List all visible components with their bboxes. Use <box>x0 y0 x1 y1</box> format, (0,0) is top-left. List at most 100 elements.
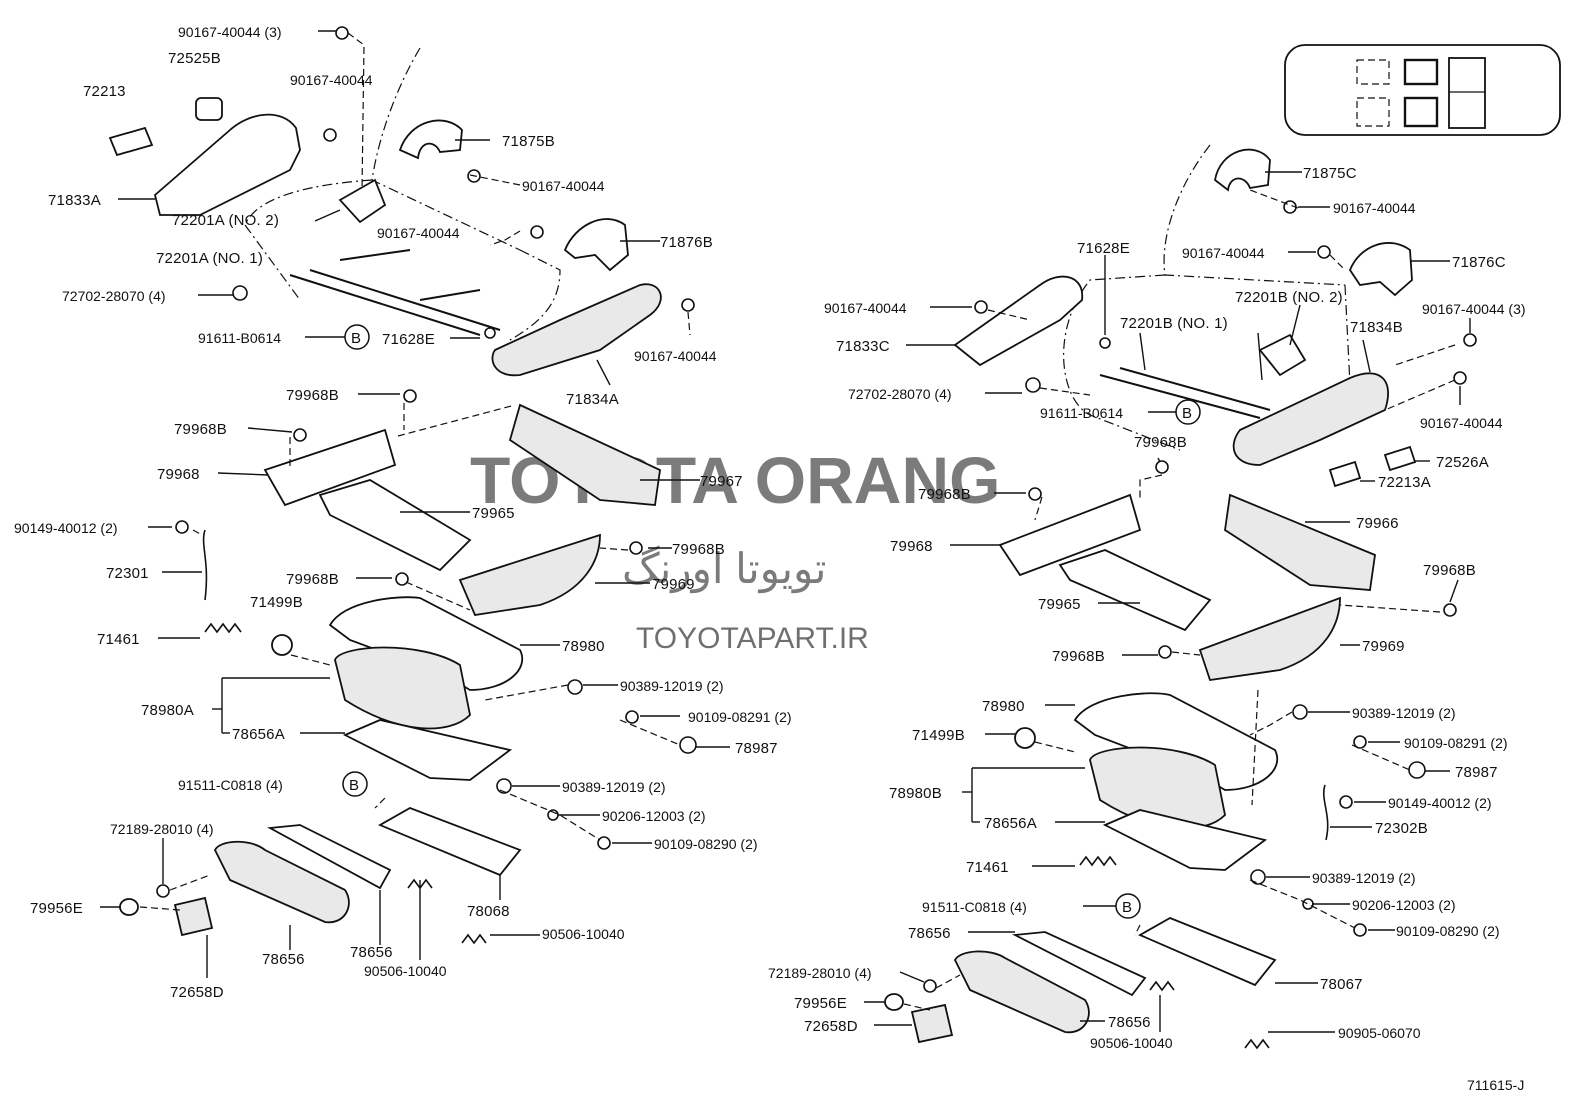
label-71628E-left: 71628E <box>382 331 435 348</box>
label-71833A: 71833A <box>48 192 101 209</box>
bracket-72201A-no2-shape <box>338 178 387 224</box>
label-78068: 78068 <box>467 903 510 920</box>
grommet-71499B-left-shape <box>271 634 293 656</box>
cap-79956E-right-shape <box>884 993 904 1011</box>
cover-71833A-shape <box>153 113 301 216</box>
cover-71875C-shape <box>1214 148 1271 192</box>
panel-79965-left-shape <box>318 479 472 572</box>
label-72213A: 72213A <box>1378 474 1431 491</box>
label-78980-left: 78980 <box>562 638 605 655</box>
vehicle-seat-index-icon <box>1284 44 1561 136</box>
right-seat-assembly: B B <box>864 144 1477 1050</box>
label-79965-right: 79965 <box>1038 596 1081 613</box>
cushion-78980A-shape <box>334 646 471 730</box>
label-78980B: 78980B <box>889 785 942 802</box>
label-79968B-2: 79968B <box>174 421 227 438</box>
label-90167-40044-f: 90167-40044 <box>1182 245 1265 261</box>
label-91511-C0818-left: 91511-C0818 (4) <box>178 777 283 793</box>
label-90167-40044-h: 90167-40044 <box>1420 415 1503 431</box>
label-79968-right: 79968 <box>890 538 933 555</box>
label-90905-06070: 90905-06070 <box>1338 1025 1421 1041</box>
label-90206-12003-left: 90206-12003 (2) <box>602 808 706 824</box>
clip-72213-shape <box>108 126 154 157</box>
label-78656-right-b: 78656 <box>1108 1014 1151 1031</box>
label-90167-40044-c: 90167-40044 <box>377 225 460 241</box>
label-90167-40044-a: 90167-40044 <box>290 72 373 88</box>
label-79967: 79967 <box>700 473 743 490</box>
left-seat-assembly: B B <box>100 26 730 978</box>
cover-71876C-shape <box>1348 242 1413 297</box>
label-90389-12019-left-2: 90389-12019 (2) <box>562 779 666 795</box>
label-79969-right: 79969 <box>1362 638 1405 655</box>
cover-71876B-shape <box>563 218 629 272</box>
label-71876B: 71876B <box>660 234 713 251</box>
cover-71834A-shape <box>491 283 662 377</box>
label-79968B-8: 79968B <box>1052 648 1105 665</box>
label-78980-right: 78980 <box>982 698 1025 715</box>
label-72702-28070-right: 72702-28070 (4) <box>848 386 952 402</box>
cover-71834B-shape <box>1232 372 1389 466</box>
label-78656-left-b: 78656 <box>262 951 305 968</box>
armrest-78656-right-shape <box>953 950 1090 1034</box>
label-71834B: 71834B <box>1350 319 1403 336</box>
label-90389-12019-left-1: 90389-12019 (2) <box>620 678 724 694</box>
bracket-72201B-no2-shape <box>1258 333 1307 377</box>
label-72213: 72213 <box>83 83 126 100</box>
label-78656-right-a: 78656 <box>908 925 951 942</box>
label-71833C: 71833C <box>836 338 890 355</box>
label-72201A-no2: 72201A (NO. 2) <box>172 212 279 229</box>
label-71499B-right: 71499B <box>912 727 965 744</box>
part-labels: 90167-40044 (3) 72525B 72213 90167-40044… <box>14 24 1526 1093</box>
ref-b-text-4: B <box>1122 899 1132 916</box>
label-78980A: 78980A <box>141 702 194 719</box>
label-79968B-6: 79968B <box>918 486 971 503</box>
label-90109-08291-left: 90109-08291 (2) <box>688 709 792 725</box>
ref-b-text-3: B <box>1182 405 1192 422</box>
label-72189-28010-left: 72189-28010 (4) <box>110 821 214 837</box>
frame-78980-right-shape <box>1073 692 1278 791</box>
ref-b-text-1: B <box>351 330 361 347</box>
label-79956E-right: 79956E <box>794 995 847 1012</box>
clip-72213A-shape <box>1328 460 1362 488</box>
plate-78656-right-shape <box>1011 931 1147 997</box>
label-71499B-left: 71499B <box>250 594 303 611</box>
label-71461-left: 71461 <box>97 631 140 648</box>
label-78656-left-a: 78656 <box>350 944 393 961</box>
plate-78656-left-shape <box>267 824 392 890</box>
label-72526A: 72526A <box>1436 454 1489 471</box>
label-72201B-no2: 72201B (NO. 2) <box>1235 289 1343 306</box>
label-79968B-7: 79968B <box>1423 562 1476 579</box>
label-72658D-left: 72658D <box>170 984 224 1001</box>
cap-72658D-right-shape <box>910 1003 954 1044</box>
label-79966: 79966 <box>1356 515 1399 532</box>
label-78656A-right: 78656A <box>984 815 1037 832</box>
label-90506-10040-right: 90506-10040 <box>1090 1035 1173 1051</box>
watermark-url: TOYOTAPART.IR <box>636 622 869 655</box>
label-78067: 78067 <box>1320 976 1363 993</box>
label-90149-40012-right: 90149-40012 (2) <box>1388 795 1492 811</box>
base-78656A-left-shape <box>342 719 513 781</box>
label-78656A-left: 78656A <box>232 726 285 743</box>
mechanism-78067-shape <box>1137 917 1277 987</box>
label-90167-40044-3-right: 90167-40044 (3) <box>1422 301 1526 317</box>
label-71628E-right: 71628E <box>1077 240 1130 257</box>
cap-79956E-left-shape <box>119 898 139 916</box>
grommet-71499B-right-shape <box>1014 727 1036 749</box>
label-91611-B0614-left: 91611-B0614 <box>198 330 281 346</box>
mechanism-78068-shape <box>377 807 522 877</box>
label-72201B-no1: 72201B (NO. 1) <box>1120 315 1228 332</box>
label-90167-40044-d: 90167-40044 <box>634 348 717 364</box>
frame-78980-left-shape <box>328 596 523 691</box>
bracket-79968-left-shape <box>263 428 397 507</box>
label-90167-40044-3: 90167-40044 (3) <box>178 24 282 40</box>
label-90109-08291-right: 90109-08291 (2) <box>1404 735 1508 751</box>
label-71834A: 71834A <box>566 391 619 408</box>
label-71875C: 71875C <box>1303 165 1357 182</box>
label-91611-B0614-right: 91611-B0614 <box>1040 405 1123 421</box>
label-71461-right: 71461 <box>966 859 1009 876</box>
label-79968B-1: 79968B <box>286 387 339 404</box>
panel-79966-shape <box>1224 493 1376 591</box>
base-78656A-right-shape <box>1102 809 1268 871</box>
watermark: TOYOTA ORANG تویوتا اورنگ TOYOTAPART.IR <box>470 443 1000 655</box>
label-90206-12003-right: 90206-12003 (2) <box>1352 897 1456 913</box>
